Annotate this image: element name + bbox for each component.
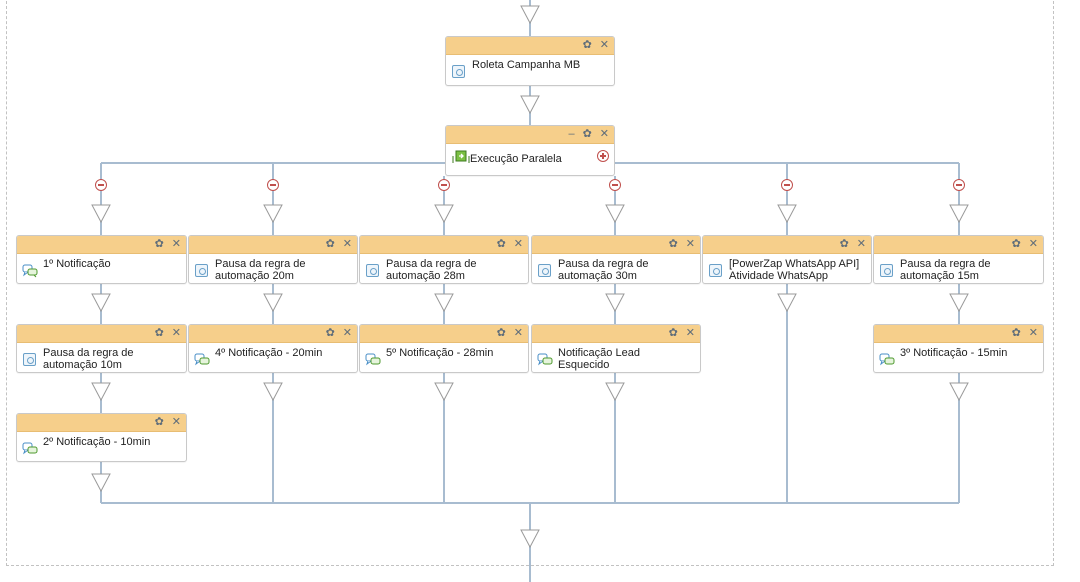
workflow-node-b4-n2[interactable]: ✿ ✕ Notificação Lead Esquecido — [531, 324, 701, 373]
close-icon[interactable]: ✕ — [171, 238, 181, 250]
task-icon — [23, 353, 36, 366]
close-icon[interactable]: ✕ — [1028, 238, 1038, 250]
close-icon[interactable]: ✕ — [342, 327, 352, 339]
remove-branch-6-button[interactable] — [953, 179, 965, 191]
chat-icon — [365, 353, 381, 366]
node-title: Notificação Lead Esquecido — [558, 347, 640, 371]
node-header: ✿ ✕ — [189, 236, 357, 254]
close-icon[interactable]: ✕ — [171, 327, 181, 339]
task-icon — [452, 65, 465, 78]
node-title: 3º Notificação - 15min — [900, 347, 1008, 359]
workflow-node-parallel[interactable]: – ✿ ✕ Execução Paralela — [445, 125, 615, 176]
gear-icon[interactable]: ✿ — [154, 238, 164, 250]
task-icon — [195, 264, 208, 277]
gear-icon[interactable]: ✿ — [325, 327, 335, 339]
workflow-node-roleta[interactable]: ✿ ✕ Roleta Campanha MB — [445, 36, 615, 86]
close-icon[interactable]: ✕ — [856, 238, 866, 250]
node-header: ✿ ✕ — [703, 236, 871, 254]
chat-icon — [879, 353, 895, 366]
chat-icon — [194, 353, 210, 366]
node-title: Pausa da regra de automação 30m — [558, 258, 649, 282]
gear-icon[interactable]: ✿ — [496, 238, 506, 250]
chat-icon — [537, 353, 553, 366]
gear-icon[interactable]: ✿ — [1011, 327, 1021, 339]
task-icon — [366, 264, 379, 277]
node-title: 4º Notificação - 20min — [215, 347, 323, 359]
task-icon — [538, 264, 551, 277]
workflow-node-b3-n1[interactable]: ✿ ✕ Pausa da regra de automação 28m — [359, 235, 529, 284]
close-icon[interactable]: ✕ — [685, 327, 695, 339]
gear-icon[interactable]: ✿ — [154, 327, 164, 339]
node-header: ✿ ✕ — [189, 325, 357, 343]
gear-icon[interactable]: ✿ — [582, 128, 592, 140]
node-header: ✿ ✕ — [17, 325, 186, 343]
workflow-node-b4-n1[interactable]: ✿ ✕ Pausa da regra de automação 30m — [531, 235, 701, 284]
workflow-node-b6-n2[interactable]: ✿ ✕ 3º Notificação - 15min — [873, 324, 1044, 373]
node-header: ✿ ✕ — [360, 325, 528, 343]
node-title: [PowerZap WhatsApp API] Atividade WhatsA… — [729, 258, 860, 282]
workflow-node-b1-n2[interactable]: ✿ ✕ Pausa da regra de automação 10m — [16, 324, 187, 373]
close-icon[interactable]: ✕ — [342, 238, 352, 250]
close-icon[interactable]: ✕ — [599, 128, 609, 140]
close-icon[interactable]: ✕ — [599, 39, 609, 51]
add-branch-button[interactable] — [597, 150, 609, 162]
workflow-node-b3-n2[interactable]: ✿ ✕ 5º Notificação - 28min — [359, 324, 529, 373]
close-icon[interactable]: ✕ — [685, 238, 695, 250]
node-title: 1º Notificação — [43, 258, 111, 270]
parallel-icon — [452, 150, 470, 163]
remove-branch-1-button[interactable] — [95, 179, 107, 191]
workflow-node-b1-n3[interactable]: ✿ ✕ 2º Notificação - 10min — [16, 413, 187, 462]
close-icon[interactable]: ✕ — [513, 238, 523, 250]
workflow-node-b1-n1[interactable]: ✿ ✕ 1º Notificação — [16, 235, 187, 284]
node-header: ✿ ✕ — [17, 236, 186, 254]
workflow-node-b2-n1[interactable]: ✿ ✕ Pausa da regra de automação 20m — [188, 235, 358, 284]
remove-branch-3-button[interactable] — [438, 179, 450, 191]
flow-arrow-icon — [520, 95, 540, 115]
gear-icon[interactable]: ✿ — [496, 327, 506, 339]
node-title: Pausa da regra de automação 28m — [386, 258, 477, 282]
node-header: ✿ ✕ — [446, 37, 614, 55]
node-title: Execução Paralela — [470, 153, 562, 165]
node-header: – ✿ ✕ — [446, 126, 614, 144]
workflow-node-b6-n1[interactable]: ✿ ✕ Pausa da regra de automação 15m — [873, 235, 1044, 284]
node-header: ✿ ✕ — [532, 325, 700, 343]
node-title: 5º Notificação - 28min — [386, 347, 494, 359]
node-title: 2º Notificação - 10min — [43, 436, 151, 448]
workflow-node-b2-n2[interactable]: ✿ ✕ 4º Notificação - 20min — [188, 324, 358, 373]
chat-icon — [22, 442, 38, 455]
gear-icon[interactable]: ✿ — [668, 238, 678, 250]
gear-icon[interactable]: ✿ — [154, 416, 164, 428]
task-icon — [880, 264, 893, 277]
remove-branch-4-button[interactable] — [609, 179, 621, 191]
node-header: ✿ ✕ — [874, 325, 1043, 343]
minimize-icon[interactable]: – — [568, 128, 575, 140]
close-icon[interactable]: ✕ — [513, 327, 523, 339]
node-header: ✿ ✕ — [17, 414, 186, 432]
chat-icon — [22, 264, 38, 278]
remove-branch-5-button[interactable] — [781, 179, 793, 191]
workflow-node-b5-n1[interactable]: ✿ ✕ [PowerZap WhatsApp API] Atividade Wh… — [702, 235, 872, 284]
node-title: Pausa da regra de automação 15m — [900, 258, 991, 282]
gear-icon[interactable]: ✿ — [582, 39, 592, 51]
close-icon[interactable]: ✕ — [171, 416, 181, 428]
gear-icon[interactable]: ✿ — [325, 238, 335, 250]
task-icon — [709, 264, 722, 277]
node-title: Pausa da regra de automação 20m — [215, 258, 306, 282]
remove-branch-2-button[interactable] — [267, 179, 279, 191]
gear-icon[interactable]: ✿ — [668, 327, 678, 339]
gear-icon[interactable]: ✿ — [1011, 238, 1021, 250]
close-icon[interactable]: ✕ — [1028, 327, 1038, 339]
node-header: ✿ ✕ — [360, 236, 528, 254]
node-header: ✿ ✕ — [874, 236, 1043, 254]
node-title: Pausa da regra de automação 10m — [43, 347, 134, 371]
node-header: ✿ ✕ — [532, 236, 700, 254]
flow-arrow-icon — [520, 5, 540, 25]
gear-icon[interactable]: ✿ — [839, 238, 849, 250]
node-title: Roleta Campanha MB — [472, 59, 581, 71]
